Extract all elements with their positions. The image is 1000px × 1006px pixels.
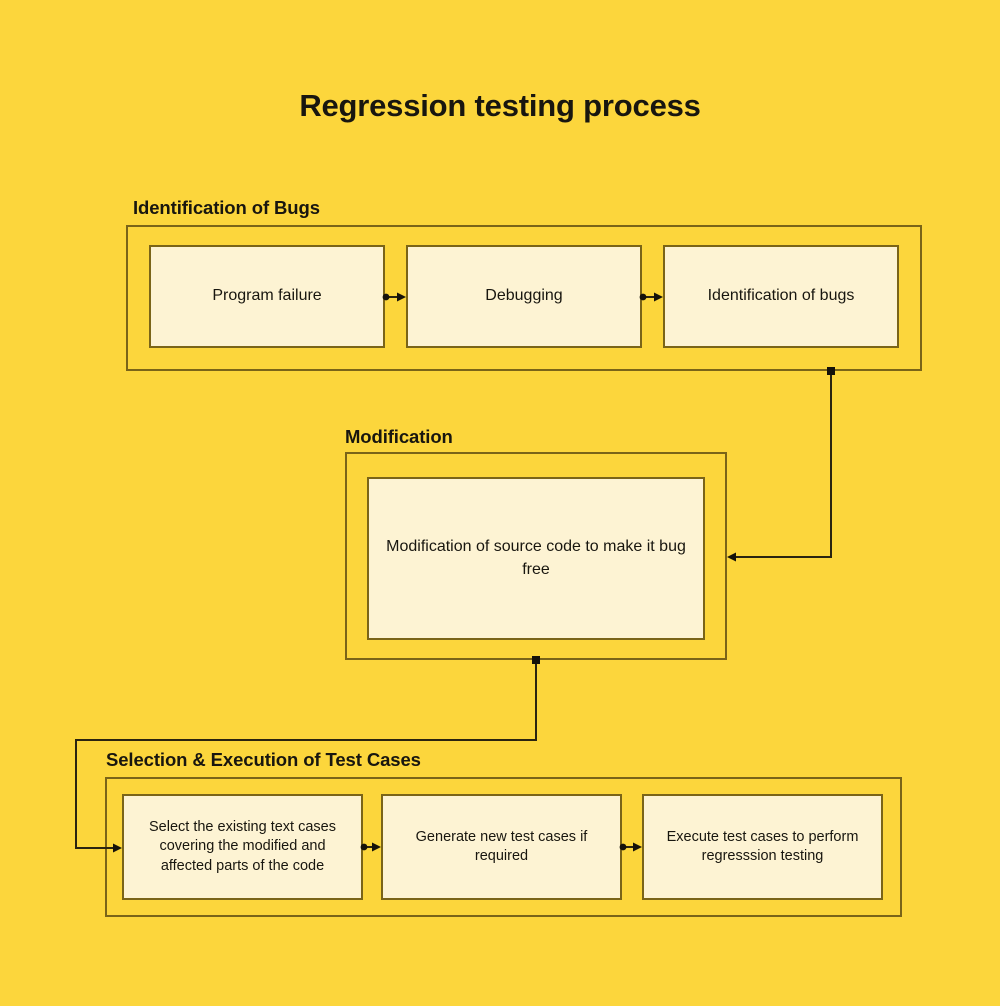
section-header-selection-execution-of-test-cases: Selection & Execution of Test Cases (106, 749, 421, 770)
node-execute-test-cases[interactable]: Execute test cases to perform regresssio… (642, 794, 883, 900)
node-program-failure[interactable]: Program failure (149, 245, 385, 348)
page-title: Regression testing process (299, 88, 701, 123)
section-header-identification-of-bugs: Identification of Bugs (133, 197, 320, 218)
node-debugging[interactable]: Debugging (406, 245, 642, 348)
node-generate-new-test-cases[interactable]: Generate new test cases if required (381, 794, 622, 900)
node-identification-of-bugs[interactable]: Identification of bugs (663, 245, 899, 348)
connector-bugs-group-to-modification-group (727, 367, 835, 562)
node-select-existing-test-cases[interactable]: Select the existing text cases covering … (122, 794, 363, 900)
section-header-modification: Modification (345, 426, 453, 447)
group-box-identification-of-bugs (126, 225, 922, 371)
node-modification-of-source-code[interactable]: Modification of source code to make it b… (367, 477, 705, 640)
